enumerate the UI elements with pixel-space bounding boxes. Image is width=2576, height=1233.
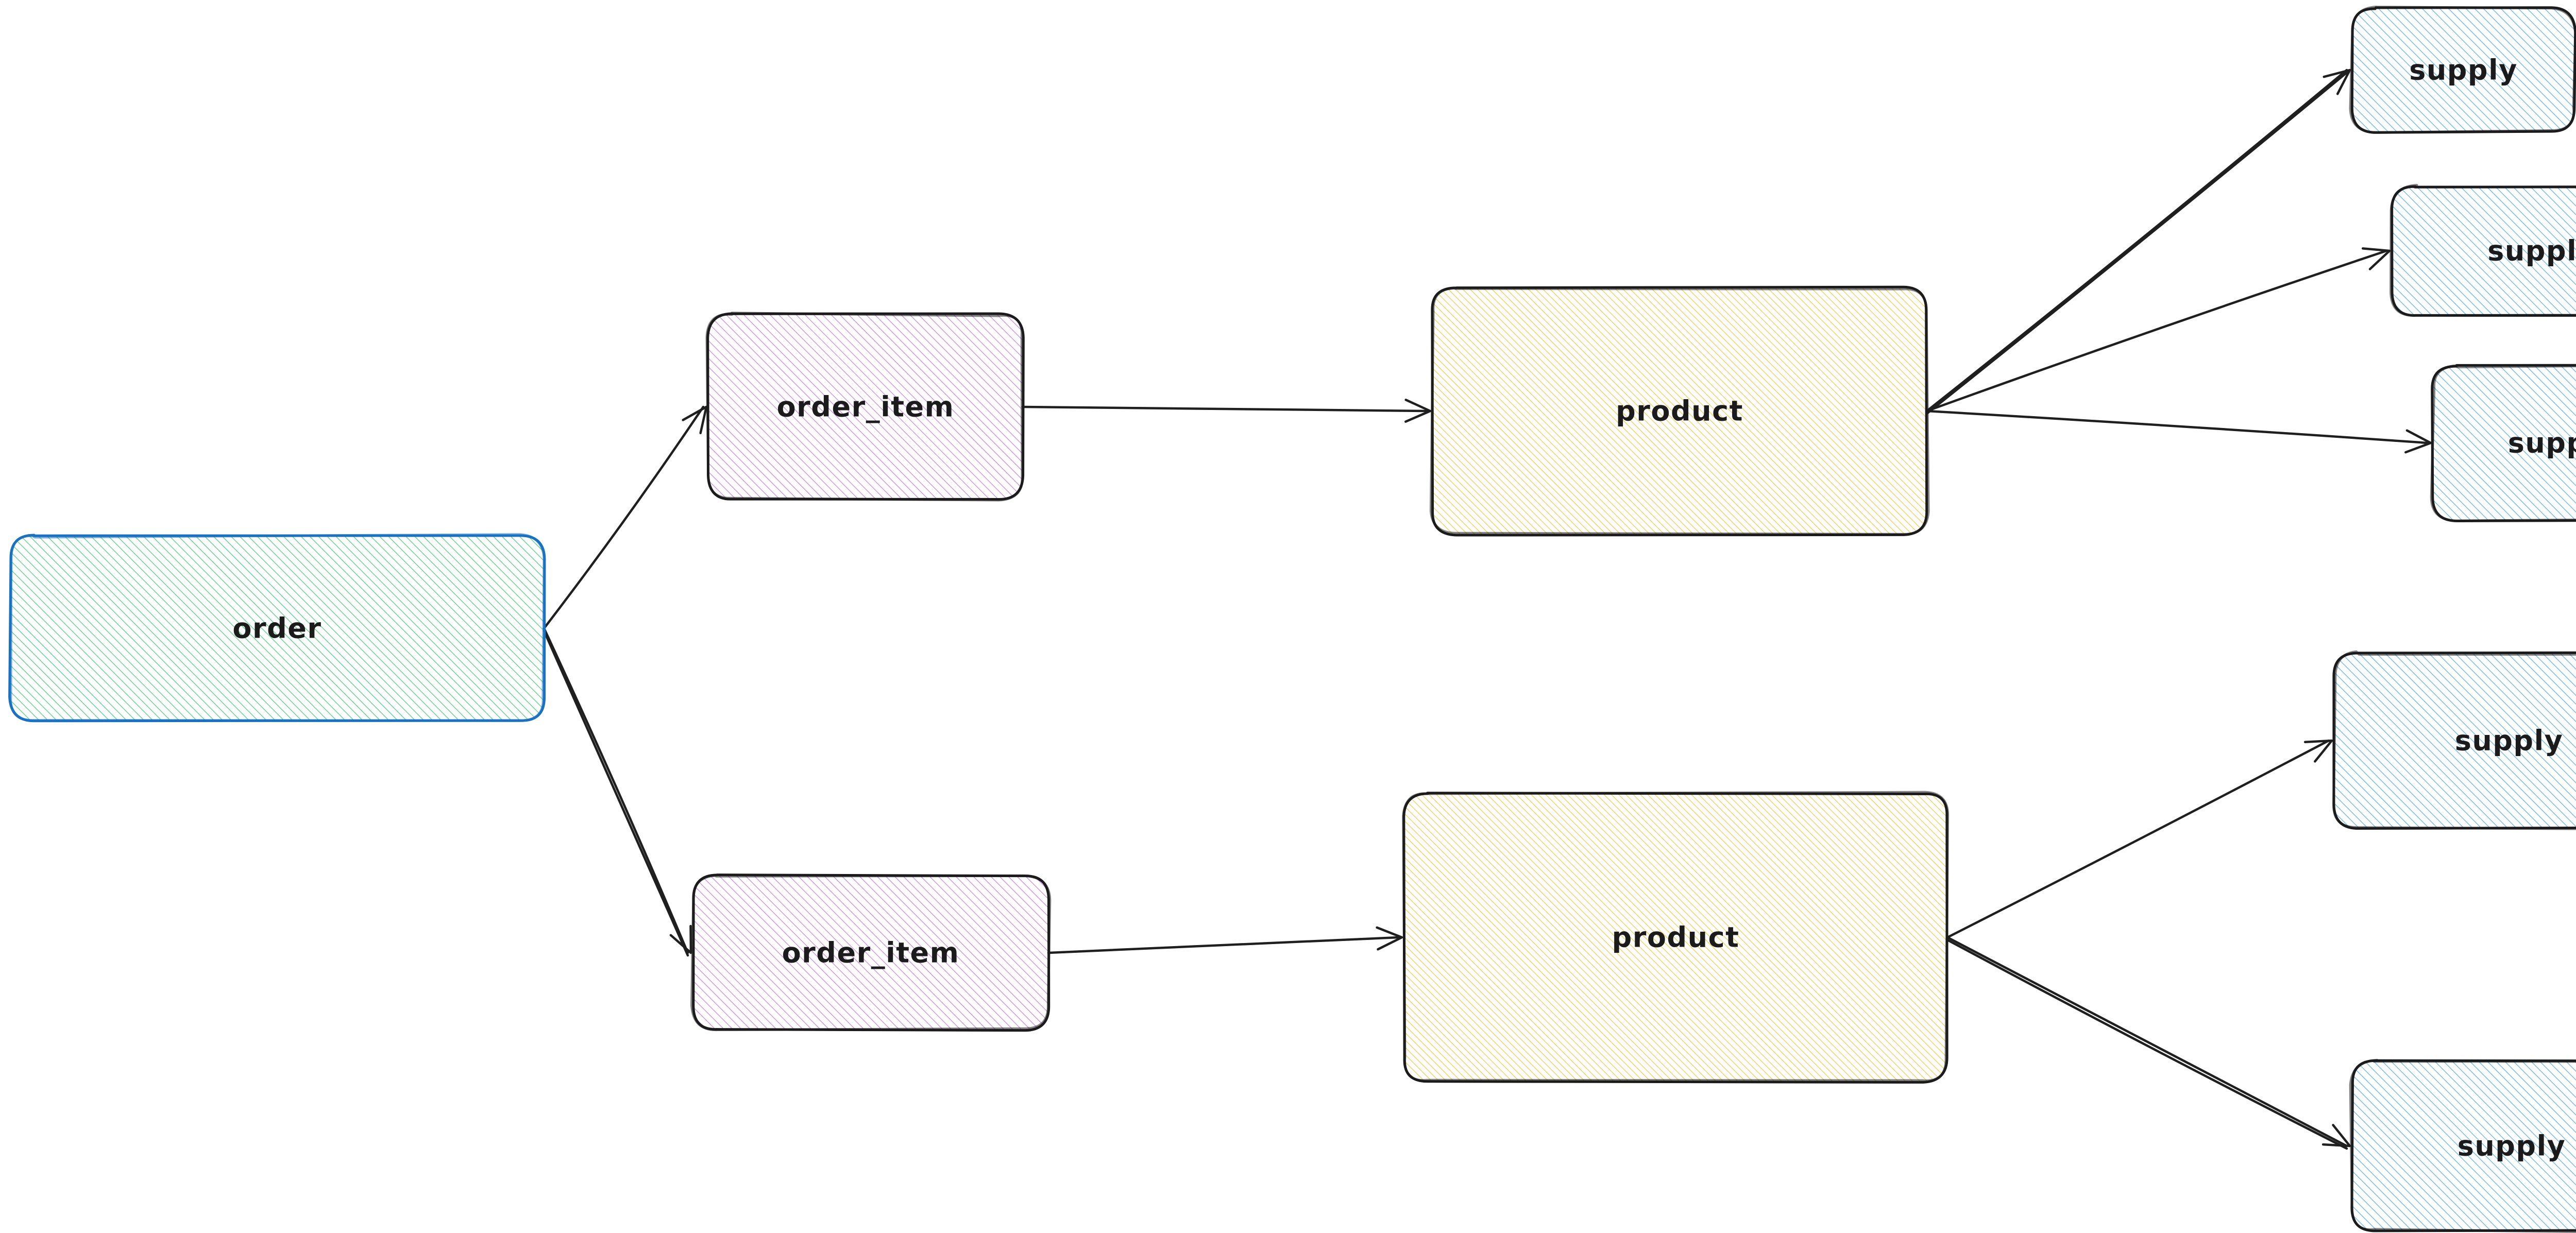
node-label: order_item — [777, 391, 955, 423]
arrowhead-icon — [1376, 926, 1403, 951]
node-label: order — [232, 612, 321, 645]
node-fill — [692, 875, 1049, 1031]
node-outline — [2389, 184, 2576, 317]
arrowhead-icon — [2404, 429, 2432, 454]
node-label: supply — [2487, 235, 2576, 267]
arrowhead-icon — [1404, 399, 1432, 423]
edge-product_1-to-supply_1 — [1925, 68, 2351, 415]
node-supply_3[interactable]: supply — [2430, 364, 2576, 522]
node-label: product — [1616, 395, 1743, 427]
node-supply_2[interactable]: supply — [2389, 184, 2576, 317]
arrowhead-icon — [2361, 247, 2391, 270]
node-outline — [2349, 6, 2576, 134]
edge-order-to-order_item_1 — [543, 405, 708, 630]
edge-order_item_1-to-product_1 — [1021, 399, 1432, 423]
node-outline — [2349, 1058, 2576, 1233]
node-label: supply — [2508, 427, 2576, 459]
node-supply_1[interactable]: supply — [2349, 6, 2576, 134]
nodes-layer: orderorder_itemorder_itemproductproducts… — [8, 6, 2576, 1233]
node-outline — [690, 874, 1052, 1032]
edge-order_item_2-to-product_2 — [1047, 926, 1403, 954]
node-supply_4[interactable]: supply — [2332, 650, 2576, 830]
node-label: order_item — [782, 937, 960, 969]
node-product_2[interactable]: product — [1402, 791, 1950, 1084]
node-outline — [1402, 791, 1950, 1082]
arrowhead-icon — [2321, 1124, 2351, 1148]
node-fill — [2432, 366, 2576, 521]
node-fill — [1432, 286, 1928, 535]
node-outline — [705, 312, 1024, 502]
arrowhead-icon — [2303, 739, 2333, 763]
node-supply_5[interactable]: supply — [2349, 1058, 2576, 1233]
edge-order-to-order_item_2 — [543, 627, 692, 957]
edge-product_1-to-supply_3 — [1925, 409, 2432, 454]
node-label: product — [1612, 921, 1740, 954]
node-fill — [1403, 792, 1947, 1082]
node-order_item_2[interactable]: order_item — [690, 874, 1052, 1032]
node-outline — [2332, 650, 2576, 830]
node-fill — [2392, 185, 2576, 316]
node-fill — [2351, 1060, 2576, 1231]
node-fill — [2351, 8, 2575, 132]
node-fill — [708, 314, 1023, 500]
node-label: supply — [2409, 54, 2518, 87]
node-fill — [2334, 653, 2576, 828]
node-outline — [9, 533, 546, 722]
edge-product_2-to-supply_5 — [1946, 936, 2351, 1150]
node-product_1[interactable]: product — [1429, 285, 1930, 537]
node-fill — [10, 536, 544, 722]
node-label: supply — [2455, 725, 2564, 757]
edge-product_2-to-supply_4 — [1946, 739, 2333, 939]
node-label: supply — [2458, 1130, 2566, 1162]
node-order_item_1[interactable]: order_item — [705, 312, 1025, 502]
arrowhead-icon — [2323, 68, 2351, 95]
node-outline — [2430, 364, 2576, 522]
node-order[interactable]: order — [8, 533, 546, 723]
edges-layer — [543, 68, 2432, 1150]
arrowhead-icon — [669, 924, 692, 954]
node-outline — [1429, 286, 1930, 536]
edge-product_1-to-supply_2 — [1925, 247, 2391, 413]
